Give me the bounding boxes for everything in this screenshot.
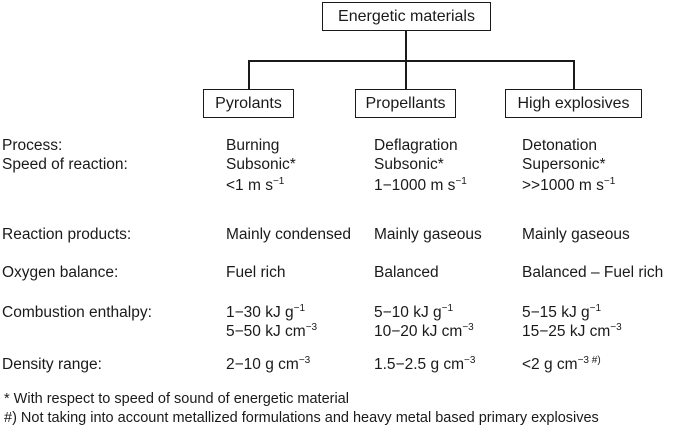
connector-pyrolants [248, 60, 250, 90]
category-high-explosives: High explosives [505, 89, 642, 118]
root-box: Energetic materials [322, 2, 491, 31]
connector-propellants [405, 60, 407, 90]
high-explosives-process: Detonation [522, 137, 597, 154]
pyrolants-speed-value: <1 m s−1 [226, 176, 285, 194]
propellants-density: 1.5−2.5 g cm−3 [374, 355, 476, 373]
category-pyrolants: Pyrolants [203, 89, 294, 118]
propellants-process: Deflagration [374, 137, 458, 154]
pyrolants-density: 2−10 g cm−3 [226, 355, 311, 373]
high-explosives-products: Mainly gaseous [522, 226, 630, 243]
high-explosives-enthalpy-mass: 5−15 kJ g−1 [522, 303, 602, 321]
pyrolants-enthalpy-volume: 5−50 kJ cm−3 [226, 322, 318, 340]
propellants-speed: Subsonic* [374, 156, 444, 173]
row-label-enthalpy: Combustion enthalpy: [2, 304, 152, 321]
row-label-process: Process: [2, 137, 63, 154]
pyrolants-oxygen: Fuel rich [226, 264, 286, 281]
row-label-oxygen: Oxygen balance: [2, 264, 119, 281]
high-explosives-enthalpy-volume: 15−25 kJ cm−3 [522, 322, 622, 340]
row-label-speed: Speed of reaction: [2, 156, 128, 173]
connector-horizontal [248, 60, 573, 62]
footnote-metallized: #) Not taking into account metallized fo… [4, 410, 599, 426]
connector-high-explosives [573, 60, 575, 90]
pyrolants-enthalpy-mass: 1−30 kJ g−1 [226, 303, 306, 321]
footnote-speed-of-sound: * With respect to speed of sound of ener… [4, 391, 349, 407]
high-explosives-speed-value: >>1000 m s−1 [522, 176, 616, 194]
propellants-products: Mainly gaseous [374, 226, 482, 243]
category-propellants: Propellants [355, 89, 456, 118]
high-explosives-speed: Supersonic* [522, 156, 606, 173]
row-label-products: Reaction products: [2, 226, 132, 243]
high-explosives-density: <2 g cm−3 #) [522, 355, 601, 373]
pyrolants-speed: Subsonic* [226, 156, 296, 173]
pyrolants-products: Mainly condensed [226, 226, 351, 243]
propellants-oxygen: Balanced [374, 264, 439, 281]
high-explosives-oxygen: Balanced – Fuel rich [522, 264, 664, 281]
row-label-density: Density range: [2, 356, 102, 373]
propellants-enthalpy-mass: 5−10 kJ g−1 [374, 303, 454, 321]
pyrolants-process: Burning [226, 137, 280, 154]
propellants-speed-value: 1−1000 m s−1 [374, 176, 467, 194]
connector-root-down [405, 30, 407, 60]
propellants-enthalpy-volume: 10−20 kJ cm−3 [374, 322, 474, 340]
